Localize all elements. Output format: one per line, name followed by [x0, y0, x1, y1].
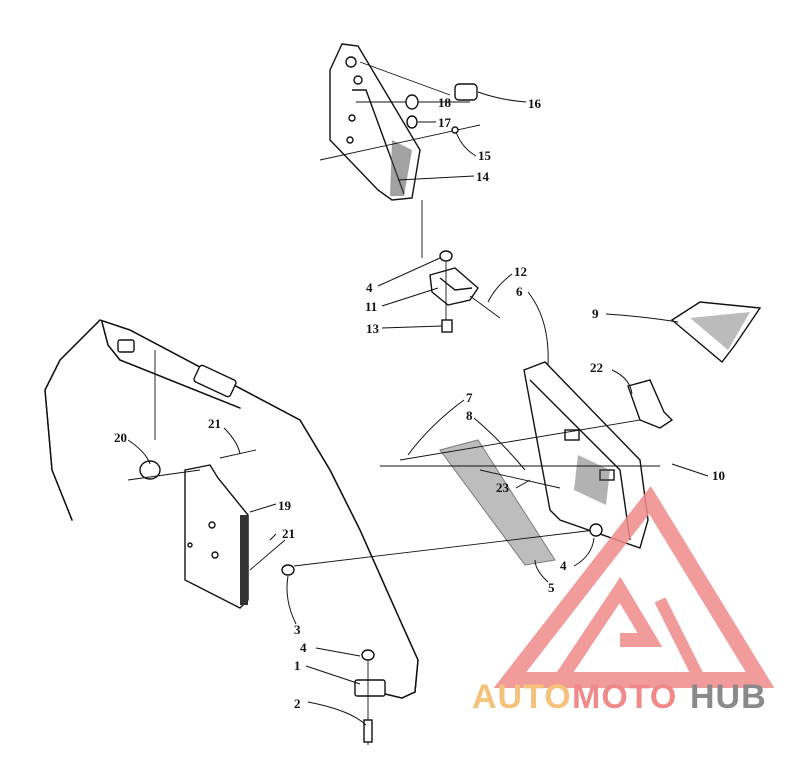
callout-15: 15 [478, 148, 492, 163]
callout-20: 20 [114, 430, 127, 445]
callout-4-low: 4 [300, 640, 307, 655]
callout-1: 1 [294, 658, 301, 673]
watermark-hub: HUB [690, 678, 767, 716]
callout-6: 6 [516, 284, 523, 299]
watermark-wordmark: AUTO MOTO HUB [472, 678, 767, 716]
callout-3: 3 [294, 622, 301, 637]
callout-19: 19 [278, 498, 292, 513]
callout-23: 23 [496, 480, 510, 495]
callout-22: 22 [590, 360, 603, 375]
callout-4-top: 4 [366, 280, 373, 295]
callout-2: 2 [294, 696, 301, 711]
mount-plate-assembly [127, 449, 603, 745]
callout-14: 14 [476, 169, 490, 184]
callout-9: 9 [592, 306, 599, 321]
leader-lines [127, 91, 709, 726]
callout-16: 16 [528, 96, 542, 111]
callout-8: 8 [466, 408, 473, 423]
callout-4-mid: 4 [560, 558, 567, 573]
callout-18: 18 [438, 95, 452, 110]
upper-bracket-assembly [319, 43, 481, 258]
side-plate-assembly [380, 301, 762, 566]
watermark-moto: MOTO [572, 678, 677, 716]
callout-5: 5 [548, 580, 555, 595]
callout-17: 17 [438, 115, 452, 130]
watermark-auto: AUTO [472, 678, 572, 716]
callout-11: 11 [365, 299, 377, 314]
callouts: 16 18 17 15 14 4 11 12 13 6 9 22 7 8 10 … [114, 95, 725, 711]
tubular-frame [44, 319, 419, 699]
watermark-logo [493, 485, 775, 688]
callout-7: 7 [466, 390, 473, 405]
callout-10: 10 [712, 468, 725, 483]
callout-12: 12 [514, 264, 527, 279]
callout-21-top: 21 [208, 416, 221, 431]
callout-21-bottom: 21 [282, 526, 295, 541]
callout-13: 13 [366, 321, 380, 336]
small-bracket-assembly [429, 250, 501, 333]
